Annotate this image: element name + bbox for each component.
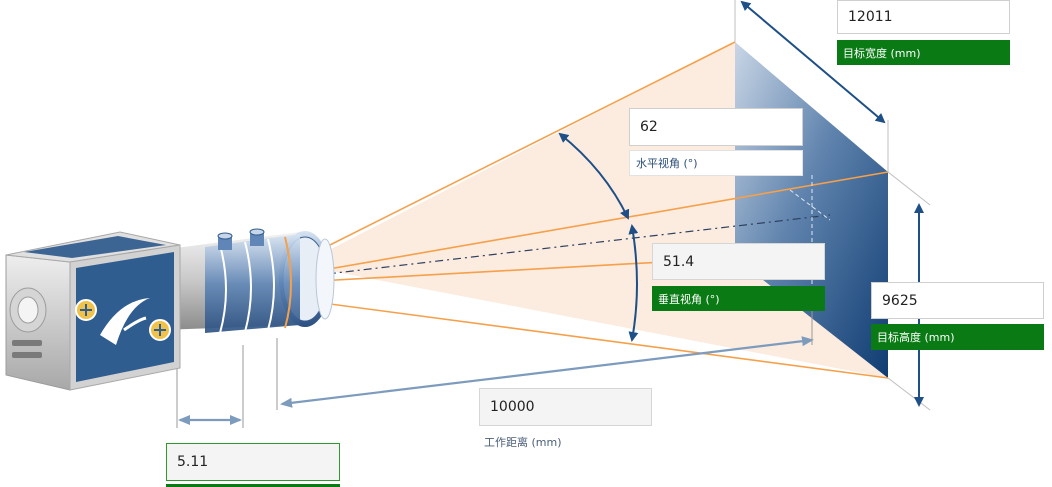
working-distance-label: 工作距离 (mm) xyxy=(484,436,562,449)
camera-illustration xyxy=(5,228,335,391)
working-distance-field[interactable]: 10000 xyxy=(479,388,652,426)
vertical-fov-label: 垂直视角 (°) xyxy=(652,286,825,311)
target-width-field[interactable]: 12011 xyxy=(837,0,1010,34)
target-width-arrow xyxy=(740,0,886,124)
target-height-field[interactable]: 9625 xyxy=(871,282,1044,319)
focal-length-underline xyxy=(166,484,340,487)
horizontal-fov-label: 水平视角 (°) xyxy=(629,150,803,176)
plane-crosshair xyxy=(789,175,831,340)
optical-axis xyxy=(309,214,831,277)
horizontal-fov-field[interactable]: 62 xyxy=(629,108,803,146)
working-distance-arrow xyxy=(280,336,814,408)
horizontal-fov-arc xyxy=(558,132,630,220)
focal-length-field[interactable]: 5.11 xyxy=(166,443,340,481)
vertical-fov-arc xyxy=(628,224,639,342)
vertical-fov-field[interactable]: 51.4 xyxy=(652,243,825,280)
target-height-label: 目标高度 (mm) xyxy=(871,324,1044,350)
target-width-label: 目标宽度 (mm) xyxy=(837,40,1010,65)
